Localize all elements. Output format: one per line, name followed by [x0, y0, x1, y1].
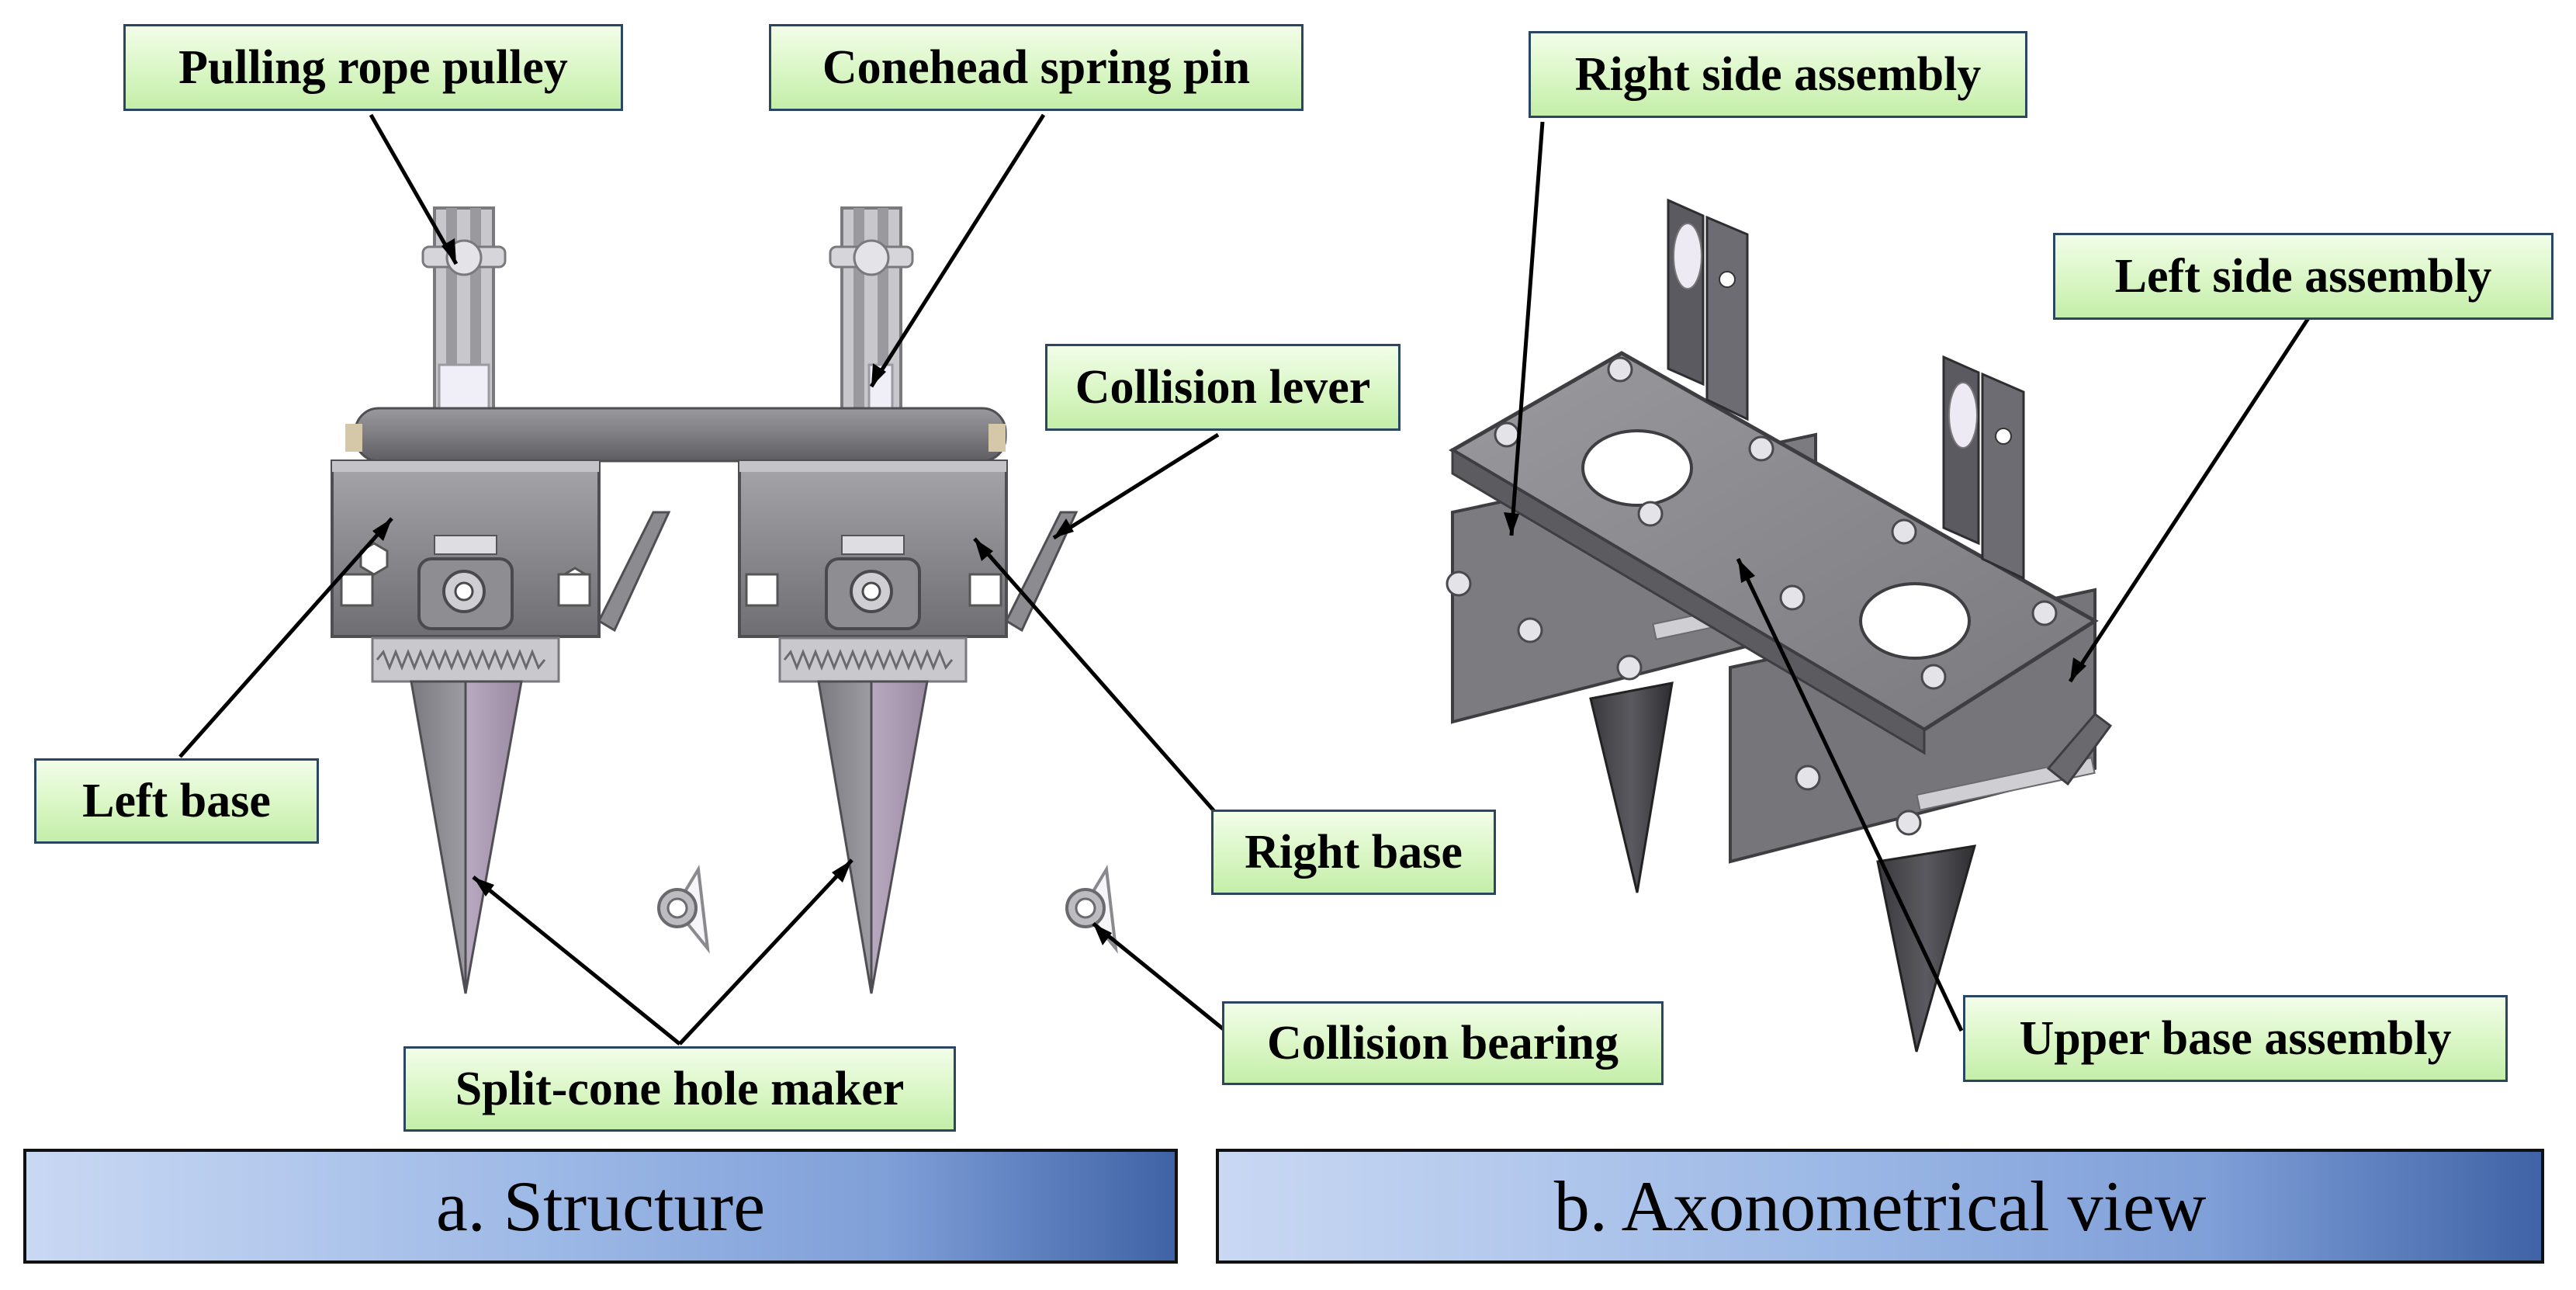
label-upper-base-assembly: Upper base assembly	[1963, 995, 2508, 1082]
left-base-block	[331, 459, 601, 638]
label-collision-lever: Collision lever	[1045, 344, 1401, 431]
caption-axonometrical-view: b. Axonometrical view	[1216, 1149, 2544, 1264]
left-split-cone	[410, 680, 523, 994]
axo-bracket-right	[1942, 355, 2025, 581]
label-collision-bearing: Collision bearing	[1222, 1001, 1664, 1085]
right-pulley-bracket	[829, 206, 914, 411]
caption-structure: a. Structure	[23, 1149, 1178, 1264]
right-base-block	[738, 459, 1008, 638]
collision-bearing-left	[657, 864, 710, 954]
axo-bracket-left	[1667, 198, 1749, 421]
label-left-side-assembly: Left side assembly	[2053, 233, 2553, 320]
axonometric-drawing	[1446, 198, 2113, 1052]
label-conehead-spring-pin: Conehead spring pin	[769, 24, 1304, 111]
right-split-cone	[817, 680, 929, 994]
leader-arrowheads	[372, 238, 2086, 945]
structure-drawing	[331, 206, 1118, 994]
spike-left	[1589, 681, 1674, 893]
label-right-base: Right base	[1211, 810, 1496, 895]
upper-bar	[354, 407, 1007, 463]
label-left-base: Left base	[34, 758, 319, 844]
left-collision-lever	[597, 511, 671, 633]
spike-right	[1876, 844, 1977, 1052]
label-pulling-rope-pulley: Pulling rope pulley	[123, 24, 623, 111]
label-right-side-assembly: Right side assembly	[1529, 31, 2027, 118]
label-split-cone-hole-maker: Split-cone hole maker	[403, 1046, 956, 1132]
left-pulley-bracket	[421, 206, 507, 411]
leader-lines	[178, 113, 2311, 1046]
right-collision-lever	[1005, 511, 1079, 633]
